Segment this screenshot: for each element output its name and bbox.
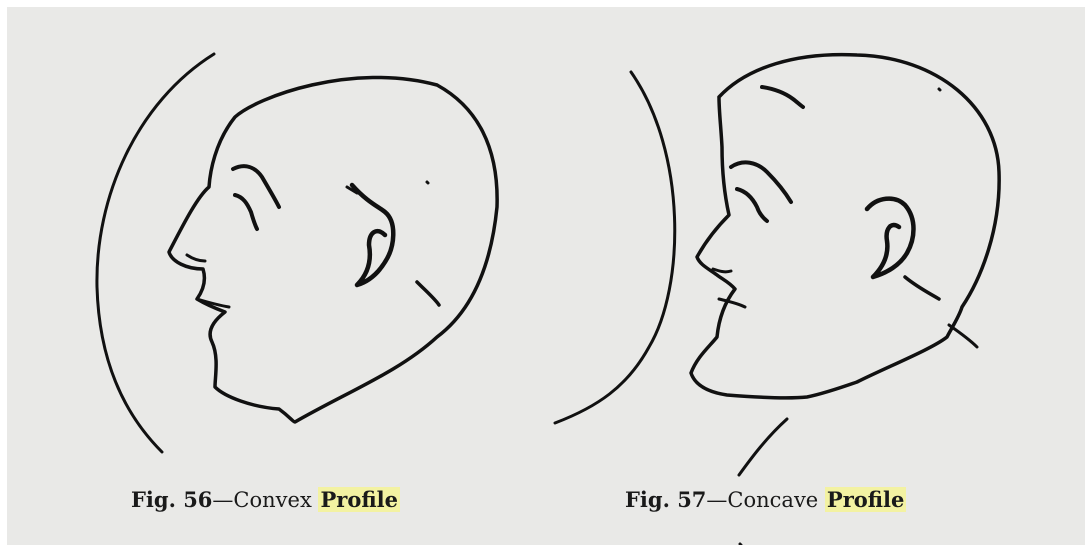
concave-profile-drawing [555,55,999,545]
convex-eye [235,195,257,229]
concave-speck-bottom [740,544,741,545]
convex-profile-drawing [97,54,497,452]
convex-jaw-line [417,282,439,305]
figure-57-dash: — [706,488,727,512]
convex-nostril [187,255,205,261]
figure-56-label: Fig. 56 [131,487,212,512]
concave-speck-top [939,89,940,90]
convex-speck [427,182,428,183]
concave-neck-line [949,325,977,347]
concave-eyebrow [731,162,791,202]
figure-56-caption: Fig. 56—Convex Profile [131,485,400,515]
convex-head-outline [169,77,497,422]
document-page: Fig. 56—Convex Profile Fig. 57—Concave P… [7,7,1085,545]
convex-ear [352,185,393,285]
figure-56-description: Convex [233,488,311,512]
concave-outer-arc [555,72,675,423]
figure-56-highlight: Profile [318,487,399,512]
concave-forehead-mark [762,87,803,107]
profile-illustrations [7,7,1085,545]
concave-throat-curve [739,419,787,475]
convex-eyebrow [233,166,279,207]
figure-56-dash: — [212,488,233,512]
figure-57-highlight: Profile [825,487,906,512]
concave-head-outline [691,55,999,398]
figure-57-label: Fig. 57 [625,487,706,512]
figure-57-caption: Fig. 57—Concave Profile [625,485,906,515]
concave-nostril [713,269,731,272]
figure-57-description: Concave [727,488,818,512]
concave-ear [867,199,914,277]
concave-jaw-line [905,277,939,299]
concave-mouth [719,299,745,307]
convex-outer-arc [97,54,214,452]
concave-eye [737,189,767,221]
